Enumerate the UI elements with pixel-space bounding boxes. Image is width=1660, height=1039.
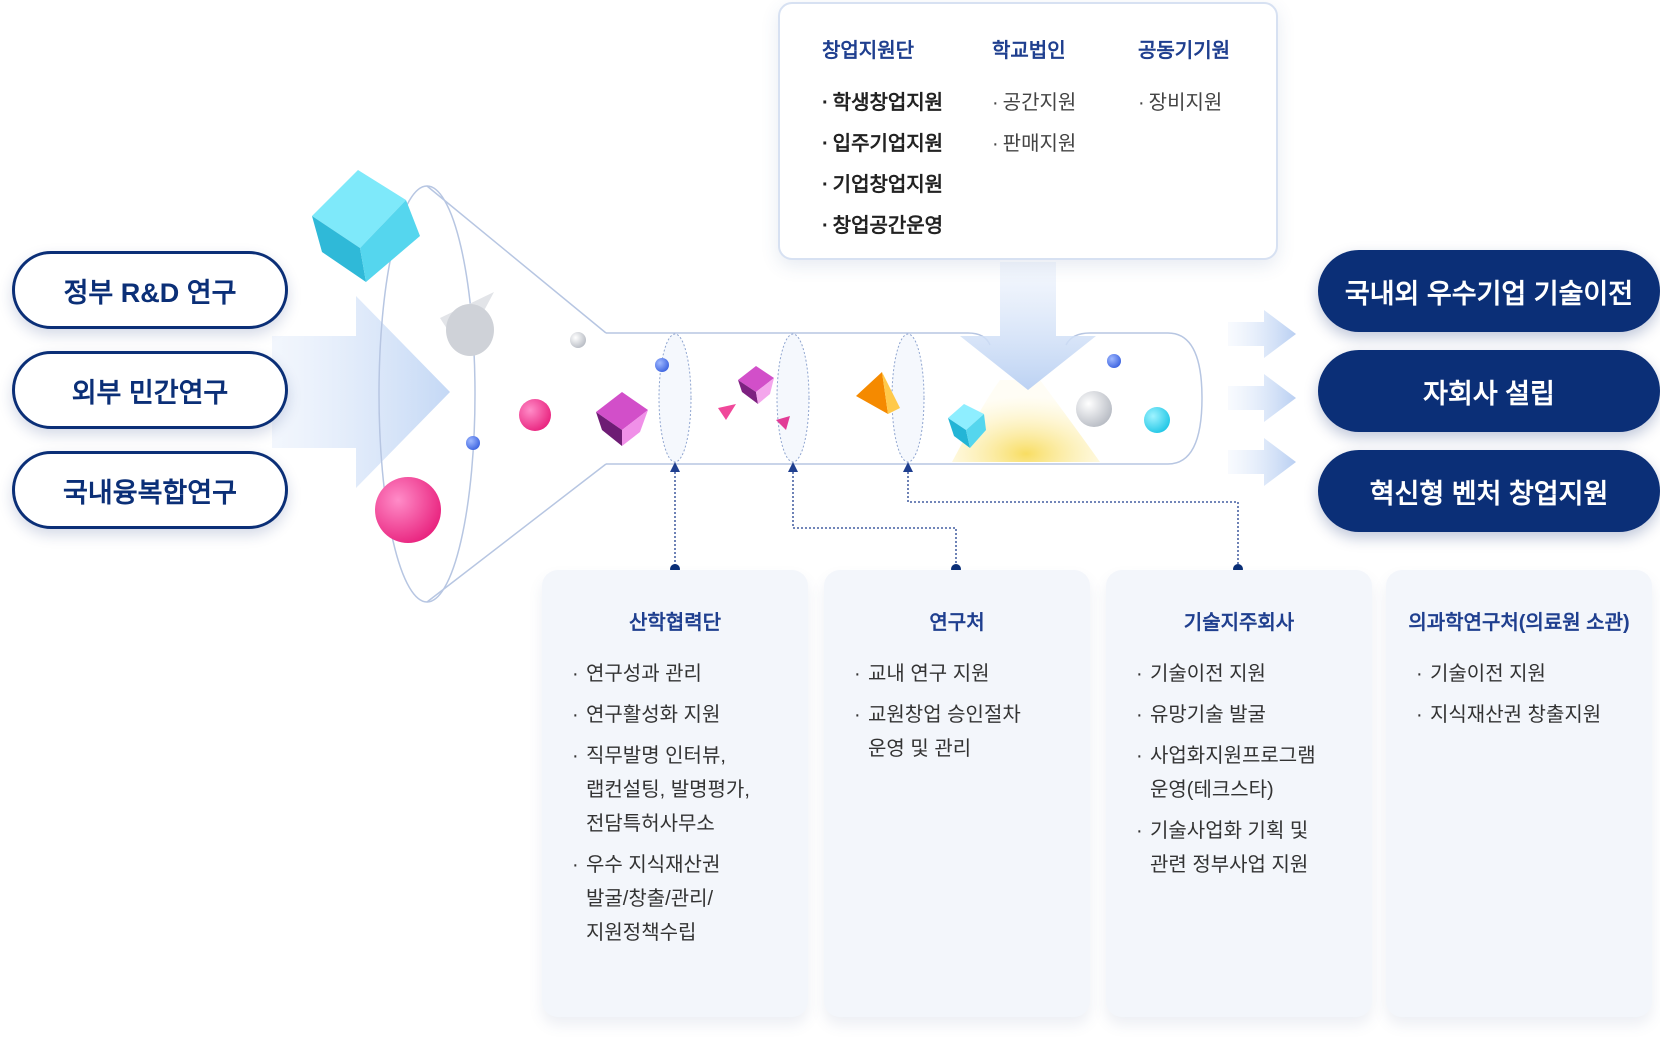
pipe-ring-2 [776, 333, 810, 463]
pyramid-icon-pink-2 [776, 416, 790, 430]
sphere-icon-blue-2 [655, 358, 669, 372]
inbound-arrow-icon [272, 296, 450, 488]
sphere-icon-grey-small [570, 332, 586, 348]
card-tech-holding: 기술지주회사 기술이전 지원 유망기술 발굴 사업화지원프로그램 운영(테크스타… [1106, 570, 1372, 1017]
card-list-item: 연구성과 관리 [572, 657, 798, 691]
card-list-item: 연구활성화 지원 [572, 698, 798, 732]
glow-area [952, 380, 1100, 462]
top-list-item: 입주기업지원 [822, 124, 943, 165]
top-column-startup: 창업지원단 학생창업지원 입주기업지원 기업창업지원 창업공간운영 [822, 34, 943, 247]
card-medical-research: 의과학연구처(의료원 소관) 기술이전 지원 지식재산권 창출지원 [1386, 570, 1652, 1017]
cube-icon-cyan-small [948, 404, 986, 448]
outbound-arrow-icon-3 [1228, 438, 1296, 486]
card-industry-academic: 산학협력단 연구성과 관리 연구활성화 지원 직무발명 인터뷰, 랩컨설팅, 발… [542, 570, 808, 1017]
sphere-icon-blue-3 [1107, 354, 1121, 368]
card-list-item: 교내 연구 지원 [854, 657, 1080, 691]
top-list-item: 장비지원 [1138, 83, 1230, 124]
card-title: 연구처 [929, 612, 985, 634]
sphere-icon-cyan [1144, 407, 1170, 433]
top-list-item: 학생창업지원 [822, 83, 943, 124]
support-box: 창업지원단 학생창업지원 입주기업지원 기업창업지원 창업공간운영 학교법인 공… [778, 2, 1278, 260]
top-list-item: 공간지원 [992, 83, 1077, 124]
pyramid-icon-pink [718, 404, 736, 420]
top-column-title: 창업지원단 [822, 40, 914, 62]
top-list-item: 기업창업지원 [822, 165, 943, 206]
card-title: 의과학연구처(의료원 소관) [1408, 612, 1630, 634]
sphere-icon-pink-medium [519, 399, 551, 431]
cone-icon [440, 292, 494, 356]
pipe-ring-3 [891, 333, 925, 463]
card-title: 기술지주회사 [1183, 612, 1295, 634]
pyramid-icon-orange [856, 372, 900, 414]
card-list-item: 직무발명 인터뷰, 랩컨설팅, 발명평가, 전담특허사무소 [572, 739, 798, 841]
card-title: 산학협력단 [629, 612, 721, 634]
card-list-item: 지식재산권 창출지원 [1416, 698, 1642, 732]
card-list-item: 우수 지식재산권 발굴/창출/관리/ 지원정책수립 [572, 848, 798, 950]
card-list-item: 기술사업화 기획 및 관련 정부사업 지원 [1136, 814, 1362, 882]
card-list-item: 교원창업 승인절차 운영 및 관리 [854, 698, 1080, 766]
card-list-item: 사업화지원프로그램 운영(테크스타) [1136, 739, 1362, 807]
down-arrow-icon [960, 262, 1096, 390]
cube-icon-purple [596, 392, 648, 446]
funnel-body [426, 185, 607, 603]
card-research-office: 연구처 교내 연구 지원 교원창업 승인절차 운영 및 관리 [824, 570, 1090, 1017]
pipe-ring-1 [658, 333, 692, 463]
output-pill-3: 혁신형 벤처 창업지원 [1318, 450, 1660, 532]
top-column-school: 학교법인 공간지원 판매지원 [992, 34, 1076, 165]
input-pill-2: 외부 민간연구 [12, 351, 288, 429]
card-list-item: 유망기술 발굴 [1136, 698, 1362, 732]
top-column-title: 학교법인 [992, 40, 1066, 62]
card-list-item: 기술이전 지원 [1416, 657, 1642, 691]
input-pill-3: 국내융복합연구 [12, 451, 288, 529]
outbound-arrow-icon-2 [1228, 374, 1296, 422]
cube-icon-cyan [312, 170, 420, 282]
connector-arrowheads [670, 462, 913, 472]
input-pill-1: 정부 R&D 연구 [12, 251, 288, 329]
connector-lines [674, 468, 1239, 568]
top-list-item: 판매지원 [992, 124, 1077, 165]
sphere-icon-blue-1 [466, 436, 480, 450]
card-list-item: 기술이전 지원 [1136, 657, 1362, 691]
top-list-item: 창업공간운영 [822, 206, 943, 247]
output-pill-1: 국내외 우수기업 기술이전 [1318, 250, 1660, 332]
sphere-icon-grey [1076, 391, 1112, 427]
outbound-arrow-icon-1 [1228, 310, 1296, 358]
top-column-equipment: 공동기기원 장비지원 [1138, 34, 1230, 124]
sphere-icon-pink-large [375, 477, 441, 543]
cube-icon-purple-small [738, 366, 774, 404]
output-pill-2: 자회사 설립 [1318, 350, 1660, 432]
top-column-title: 공동기기원 [1138, 40, 1230, 62]
